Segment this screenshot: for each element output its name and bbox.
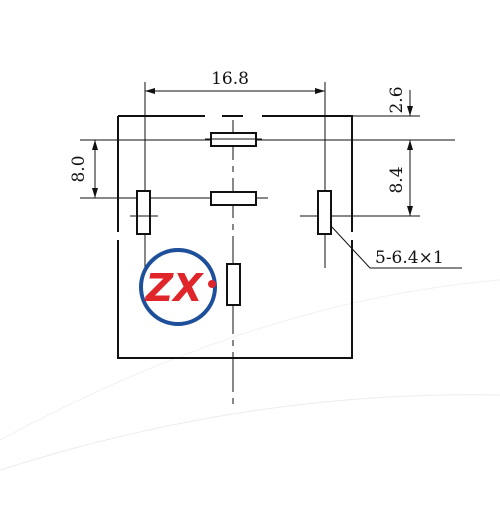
arrow-up-right — [407, 140, 413, 150]
pin-right-vertical — [317, 190, 332, 235]
logo-dot — [208, 280, 216, 288]
arrow-down-right — [407, 206, 413, 216]
background-arc — [0, 279, 500, 441]
company-logo: ZX — [139, 248, 217, 326]
arrow-up — [92, 140, 98, 150]
pin-bottom-vertical — [226, 263, 241, 306]
pin-middle-horizontal — [210, 191, 257, 206]
logo-ring — [139, 248, 217, 326]
dim-label-width-top: 16.8 — [211, 69, 249, 89]
dim-label-right-top: 2.6 — [387, 86, 407, 113]
callout-leader — [330, 225, 462, 269]
dim-label-left-vertical: 8.0 — [69, 155, 89, 182]
callout-pin-size: 5-6.4×1 — [375, 248, 444, 268]
pin-left-vertical — [136, 190, 151, 235]
dim-label-right-vertical: 8.4 — [387, 166, 407, 193]
arrow-down-small — [407, 106, 413, 116]
arrow-down — [92, 188, 98, 198]
arrow-left — [145, 88, 155, 94]
package-outline — [117, 115, 353, 359]
background-arc — [0, 394, 500, 471]
logo-text: ZX — [145, 266, 205, 310]
arrow-right — [315, 88, 325, 94]
